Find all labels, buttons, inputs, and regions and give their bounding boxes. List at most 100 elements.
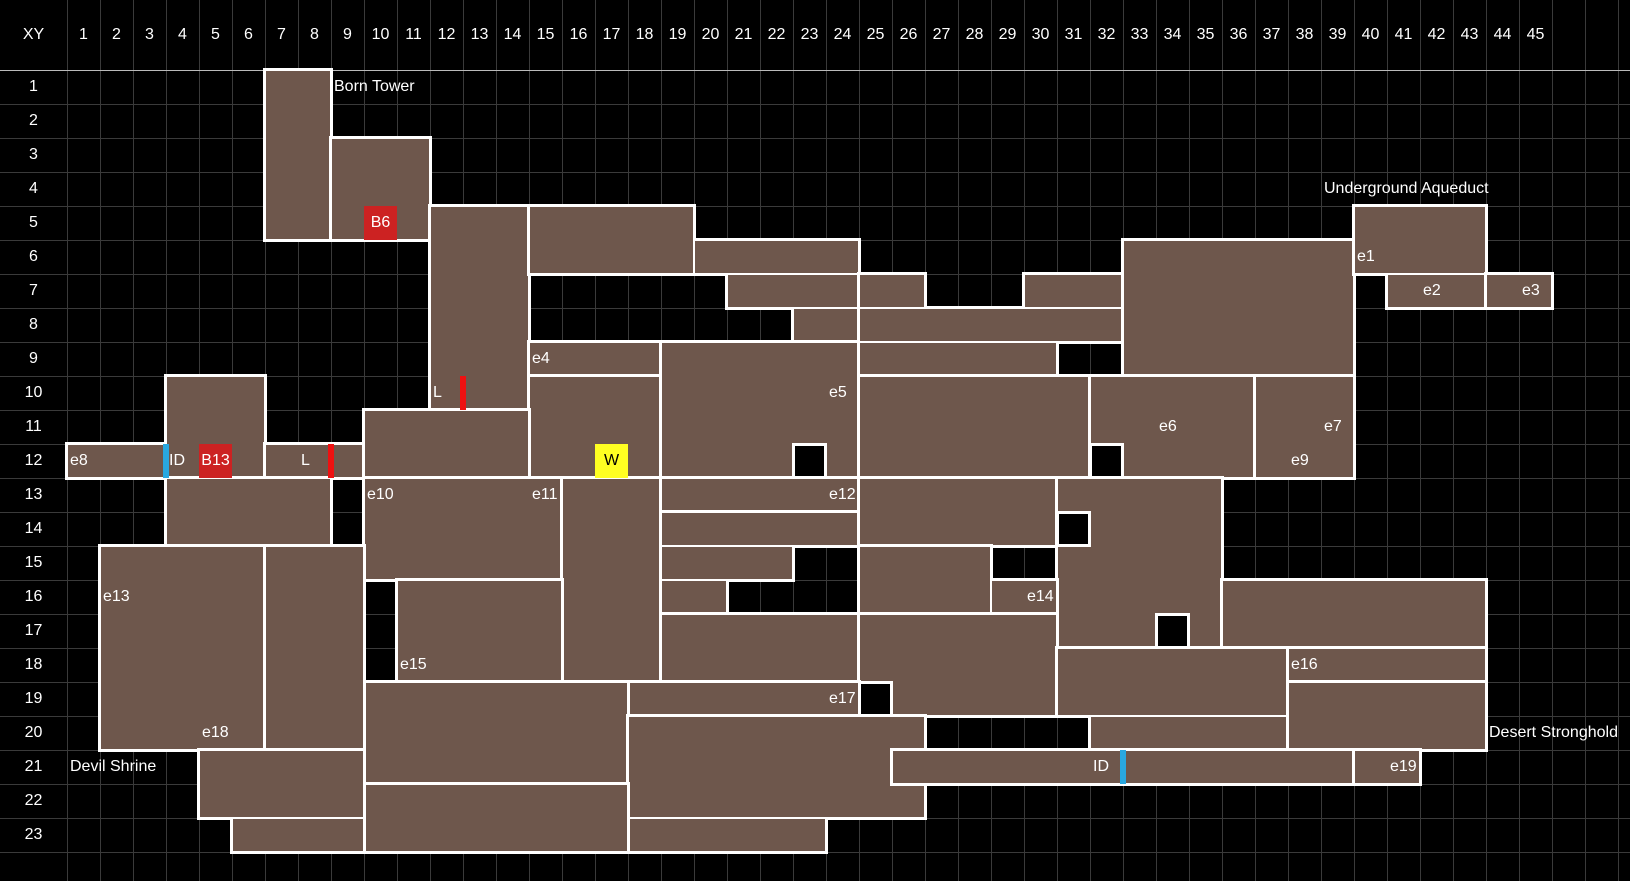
room: [695, 241, 858, 273]
column-header: 43: [1460, 26, 1479, 43]
column-header: 13: [470, 26, 489, 43]
grid-line-vertical: [67, 0, 68, 881]
room: [1223, 581, 1485, 647]
room: [662, 581, 726, 613]
map-label: e9: [1291, 452, 1309, 469]
column-header: 9: [343, 26, 352, 43]
row-header: 5: [29, 214, 38, 231]
grid-line-horizontal: [0, 138, 1630, 139]
map-label: e2: [1423, 282, 1441, 299]
room: [662, 513, 858, 545]
room: [662, 547, 792, 579]
column-header: 32: [1097, 26, 1116, 43]
row-header: 6: [29, 248, 38, 265]
room: [266, 547, 363, 749]
grid-line-vertical: [100, 0, 101, 881]
map-label: e1: [1357, 248, 1375, 265]
boss-marker: B6: [364, 206, 397, 240]
grid-line-horizontal: [0, 70, 1630, 71]
room: [794, 309, 858, 341]
map-label: e8: [70, 452, 88, 469]
room: [266, 71, 330, 239]
room: [1355, 751, 1419, 783]
blocked-cell: [1056, 511, 1091, 547]
column-header: 31: [1064, 26, 1083, 43]
room: [398, 581, 561, 681]
row-header: 11: [25, 418, 42, 435]
row-header: 15: [24, 554, 43, 571]
id-door-icon: [1120, 750, 1126, 784]
column-header: 20: [701, 26, 720, 43]
blocked-cell: [1155, 613, 1190, 649]
row-header: 7: [29, 282, 38, 299]
column-header: 16: [569, 26, 588, 43]
warp-marker: W: [595, 444, 628, 478]
column-header: 3: [145, 26, 154, 43]
column-header: 24: [833, 26, 852, 43]
room: [860, 547, 990, 613]
room: [365, 411, 528, 477]
row-header: 20: [24, 724, 43, 741]
map-label: e16: [1291, 656, 1318, 673]
room: [992, 581, 1056, 613]
grid-line-vertical: [1519, 0, 1520, 881]
column-header: 1: [79, 26, 88, 43]
row-header: 9: [29, 350, 38, 367]
room: [1025, 275, 1122, 307]
room: [200, 751, 363, 817]
grid-line-vertical: [1453, 0, 1454, 881]
row-header: 16: [24, 588, 43, 605]
map-label: e14: [1027, 588, 1054, 605]
column-header: 27: [932, 26, 951, 43]
row-header: 3: [29, 146, 38, 163]
column-header: 44: [1493, 26, 1512, 43]
room: [68, 445, 165, 477]
room: [1289, 683, 1485, 749]
map-label: ID: [169, 452, 185, 469]
room: [1487, 275, 1551, 307]
map-label: e13: [103, 588, 130, 605]
column-header: 40: [1361, 26, 1380, 43]
room: [1058, 479, 1221, 647]
column-header: 33: [1130, 26, 1149, 43]
blocked-cell: [858, 681, 893, 717]
map-label: e10: [367, 486, 394, 503]
column-header: 39: [1328, 26, 1347, 43]
boss-marker: B13: [199, 444, 232, 478]
room: [662, 479, 858, 511]
column-header: 8: [310, 26, 319, 43]
grid-line-horizontal: [0, 172, 1630, 173]
room: [1289, 649, 1485, 681]
row-header: 4: [29, 180, 38, 197]
column-header: 14: [503, 26, 522, 43]
column-header: 42: [1427, 26, 1446, 43]
map-label: e5: [829, 384, 847, 401]
room: [629, 683, 858, 715]
column-header: 41: [1394, 26, 1413, 43]
column-header: 25: [866, 26, 885, 43]
room: [167, 479, 330, 545]
grid-line-horizontal: [0, 104, 1630, 105]
column-header: 35: [1196, 26, 1215, 43]
row-header: 17: [24, 622, 43, 639]
column-header: 15: [536, 26, 555, 43]
map-label: e4: [532, 350, 550, 367]
room: [1091, 717, 1287, 749]
room: [1256, 377, 1353, 477]
room: [365, 683, 627, 783]
column-header: 34: [1163, 26, 1182, 43]
row-header: 2: [29, 112, 38, 129]
column-header: 4: [178, 26, 187, 43]
blocked-cell: [1089, 443, 1124, 479]
row-header: 18: [24, 656, 43, 673]
room: [563, 479, 660, 681]
room: [860, 309, 1122, 341]
room: [662, 615, 858, 681]
room: [860, 377, 1089, 477]
map-label: ID: [1093, 758, 1109, 775]
column-header: 17: [602, 26, 621, 43]
map-label: e7: [1324, 418, 1342, 435]
column-header: 22: [767, 26, 786, 43]
column-header: 18: [635, 26, 654, 43]
